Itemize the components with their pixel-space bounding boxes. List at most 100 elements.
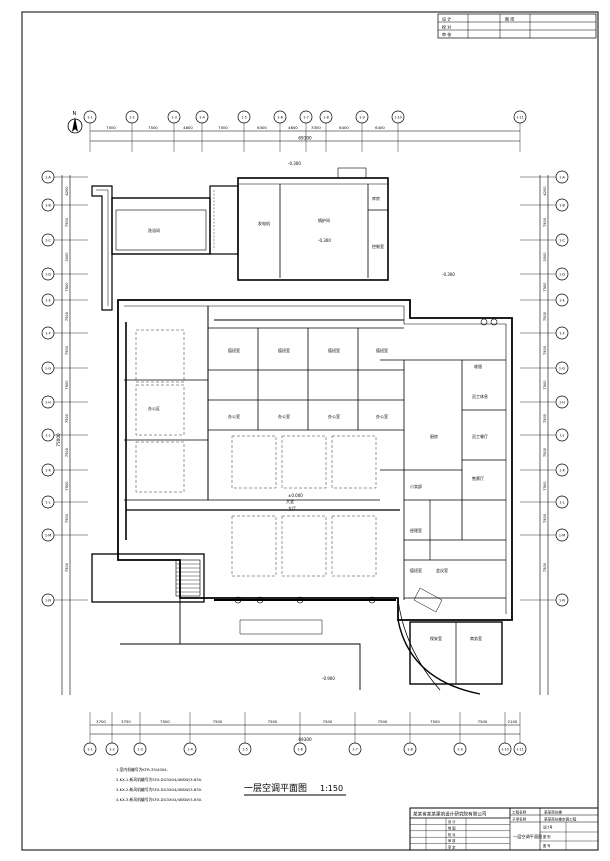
right-axis-label: 1-J (560, 433, 565, 437)
left-axis-bubble: 1-C (41, 233, 88, 247)
north-label: N (73, 111, 77, 117)
room-dining: 员工餐厅 (472, 433, 488, 439)
right-dim-label: 7500 (543, 311, 547, 321)
bottom-dim-label: 7500 (323, 719, 333, 724)
left-axis-bubble: 1-M (41, 528, 88, 542)
room-west-office: 办公区 (148, 405, 160, 411)
room-hall: 大厅 (288, 505, 296, 511)
left-dim-label: 7500 (65, 345, 69, 355)
left-dim-label: 4200 (65, 186, 69, 196)
room-treat-2: 值班室 (278, 347, 290, 353)
project-label: 工程名称 (512, 810, 527, 815)
bottom-axis-bubble: 1-8 (403, 712, 417, 756)
room-security: 保安室 (430, 635, 442, 641)
left-axis-label: 1-B (45, 203, 51, 207)
left-axis-bubble: 1-H (41, 395, 88, 409)
right-axis-label: 1-L (559, 500, 564, 504)
left-axis-bubble: 1-B (41, 198, 88, 212)
stair-treads (176, 563, 200, 593)
left-axis-bubble: 1-G (41, 361, 88, 375)
right-dim-label: 3000 (543, 252, 547, 262)
right-dimension-lines (539, 175, 549, 695)
company-name: 某某省某某建筑设计研究院有限公司 (413, 811, 487, 818)
boiler-block (237, 177, 389, 281)
room-labels: 发电机 锅炉间 库房 洗浴间 控制室 值班室 值班室 值班室 值班室 办公室 办… (148, 195, 488, 641)
left-axis-label: 1-J (46, 433, 51, 437)
tb-row-4: 审 核 (448, 838, 456, 843)
right-dim-label: 7500 (543, 282, 547, 292)
right-axis-label: 1-N (559, 598, 565, 602)
right-dim-label: 7500 (543, 217, 547, 227)
left-dim-label: 7500 (65, 513, 69, 523)
left-axis-bubble: 1-F (41, 326, 88, 340)
left-dim-label: 7500 (65, 311, 69, 321)
top-stamp-right-label: 图 纸 (505, 16, 514, 22)
bottom-axis-label: 1-9 (457, 748, 463, 752)
right-axis-label: 1-K (559, 468, 565, 472)
left-axis-label: 1-L (45, 500, 50, 504)
room-duty: 值班室 (410, 567, 422, 573)
right-dim-label: 7500 (543, 481, 547, 491)
right-axis-label: 1-G (559, 366, 566, 370)
top-stamp-label-2: 校 对 (442, 24, 451, 30)
left-axis-bubble: 1-D (41, 267, 88, 281)
bottom-axis-label: 1-7 (352, 748, 358, 752)
bottom-axis-label: 1-2 (109, 748, 115, 752)
right-axis-bubble: 1-N (520, 593, 569, 607)
right-axis-bubble: 1-C (520, 233, 569, 247)
bottom-axis-bubble: 1-7 (348, 712, 362, 756)
right-dim-label: 7500 (543, 380, 547, 390)
building-plan (91, 167, 513, 695)
top-axis-bubble: 1-8 (319, 110, 333, 152)
left-axis-label: 1-K (45, 468, 51, 472)
top-axis-bubble: 1-1 (83, 110, 97, 152)
right-dim-label: 7500 (543, 413, 547, 423)
left-total-dimension: 75000 (56, 433, 61, 447)
bottom-axis-label: 1-8 (407, 748, 413, 752)
bottom-dim-label: 3700 (96, 719, 106, 724)
right-axis-label: 1-F (559, 331, 564, 335)
top-axis-label: 1-8 (323, 116, 329, 120)
left-dim-label: 7500 (65, 217, 69, 227)
bottom-dim-label: 3750 (121, 719, 131, 724)
left-axis-label: 1-M (45, 533, 51, 537)
room-storage: 库房 (372, 195, 380, 201)
right-axis-label: 1-H (559, 400, 565, 404)
left-axis-label: 1-D (45, 272, 51, 276)
room-ticket: 售票厅 (472, 475, 484, 481)
left-axis-bubble: 1-E (41, 293, 88, 307)
room-manager: 经理室 (410, 527, 422, 533)
bottom-dim-label: 7500 (213, 719, 223, 724)
left-axis-label: 1-N (45, 598, 51, 602)
left-axis-bubble: 1-J (41, 428, 88, 442)
right-axis-bubble: 1-K (520, 463, 569, 477)
top-stamp-label-3: 审 核 (442, 31, 451, 37)
bottom-axis-label: 1-3 (137, 748, 143, 752)
bottom-axis-label: 1-10 (501, 748, 509, 752)
drawing-title: 一层空调平面图 (244, 782, 307, 794)
right-axis-label: 1-D (559, 272, 565, 276)
drawing-title-group: 一层空调平面图 1:150 (244, 782, 346, 796)
room-staff: 员工休息 (472, 393, 488, 399)
bottom-axis-label: 1-4 (187, 748, 193, 752)
left-axis-label: 1-F (45, 331, 50, 335)
top-axis-bubble: 1-9 (355, 110, 369, 152)
top-axis-label: 1-6 (277, 116, 283, 120)
room-shop-2: 小卖部 (410, 483, 422, 489)
top-axis-label: 1-2 (129, 116, 135, 120)
right-axis-label: 1-B (559, 203, 565, 207)
item-label: 子项名称 (512, 817, 527, 822)
room-shop-1: 商务室 (470, 635, 482, 641)
right-axis-bubble: 1-B (520, 198, 569, 212)
bottom-axis-bubble: 1-11 (513, 712, 527, 756)
drawing-scale: 1:150 (320, 784, 343, 793)
bottom-axis-bubble: 1-10 (498, 712, 512, 756)
room-office-2: 办公室 (278, 413, 290, 419)
tb-drawing-type: 图 别 (543, 834, 550, 839)
outer-frame (21, 11, 599, 851)
room-office-3: 办公室 (328, 413, 340, 419)
right-axis-bubble: 1-M (520, 528, 569, 542)
right-dim-label: 4200 (543, 186, 547, 196)
bottom-dim-label: 7500 (160, 719, 170, 724)
